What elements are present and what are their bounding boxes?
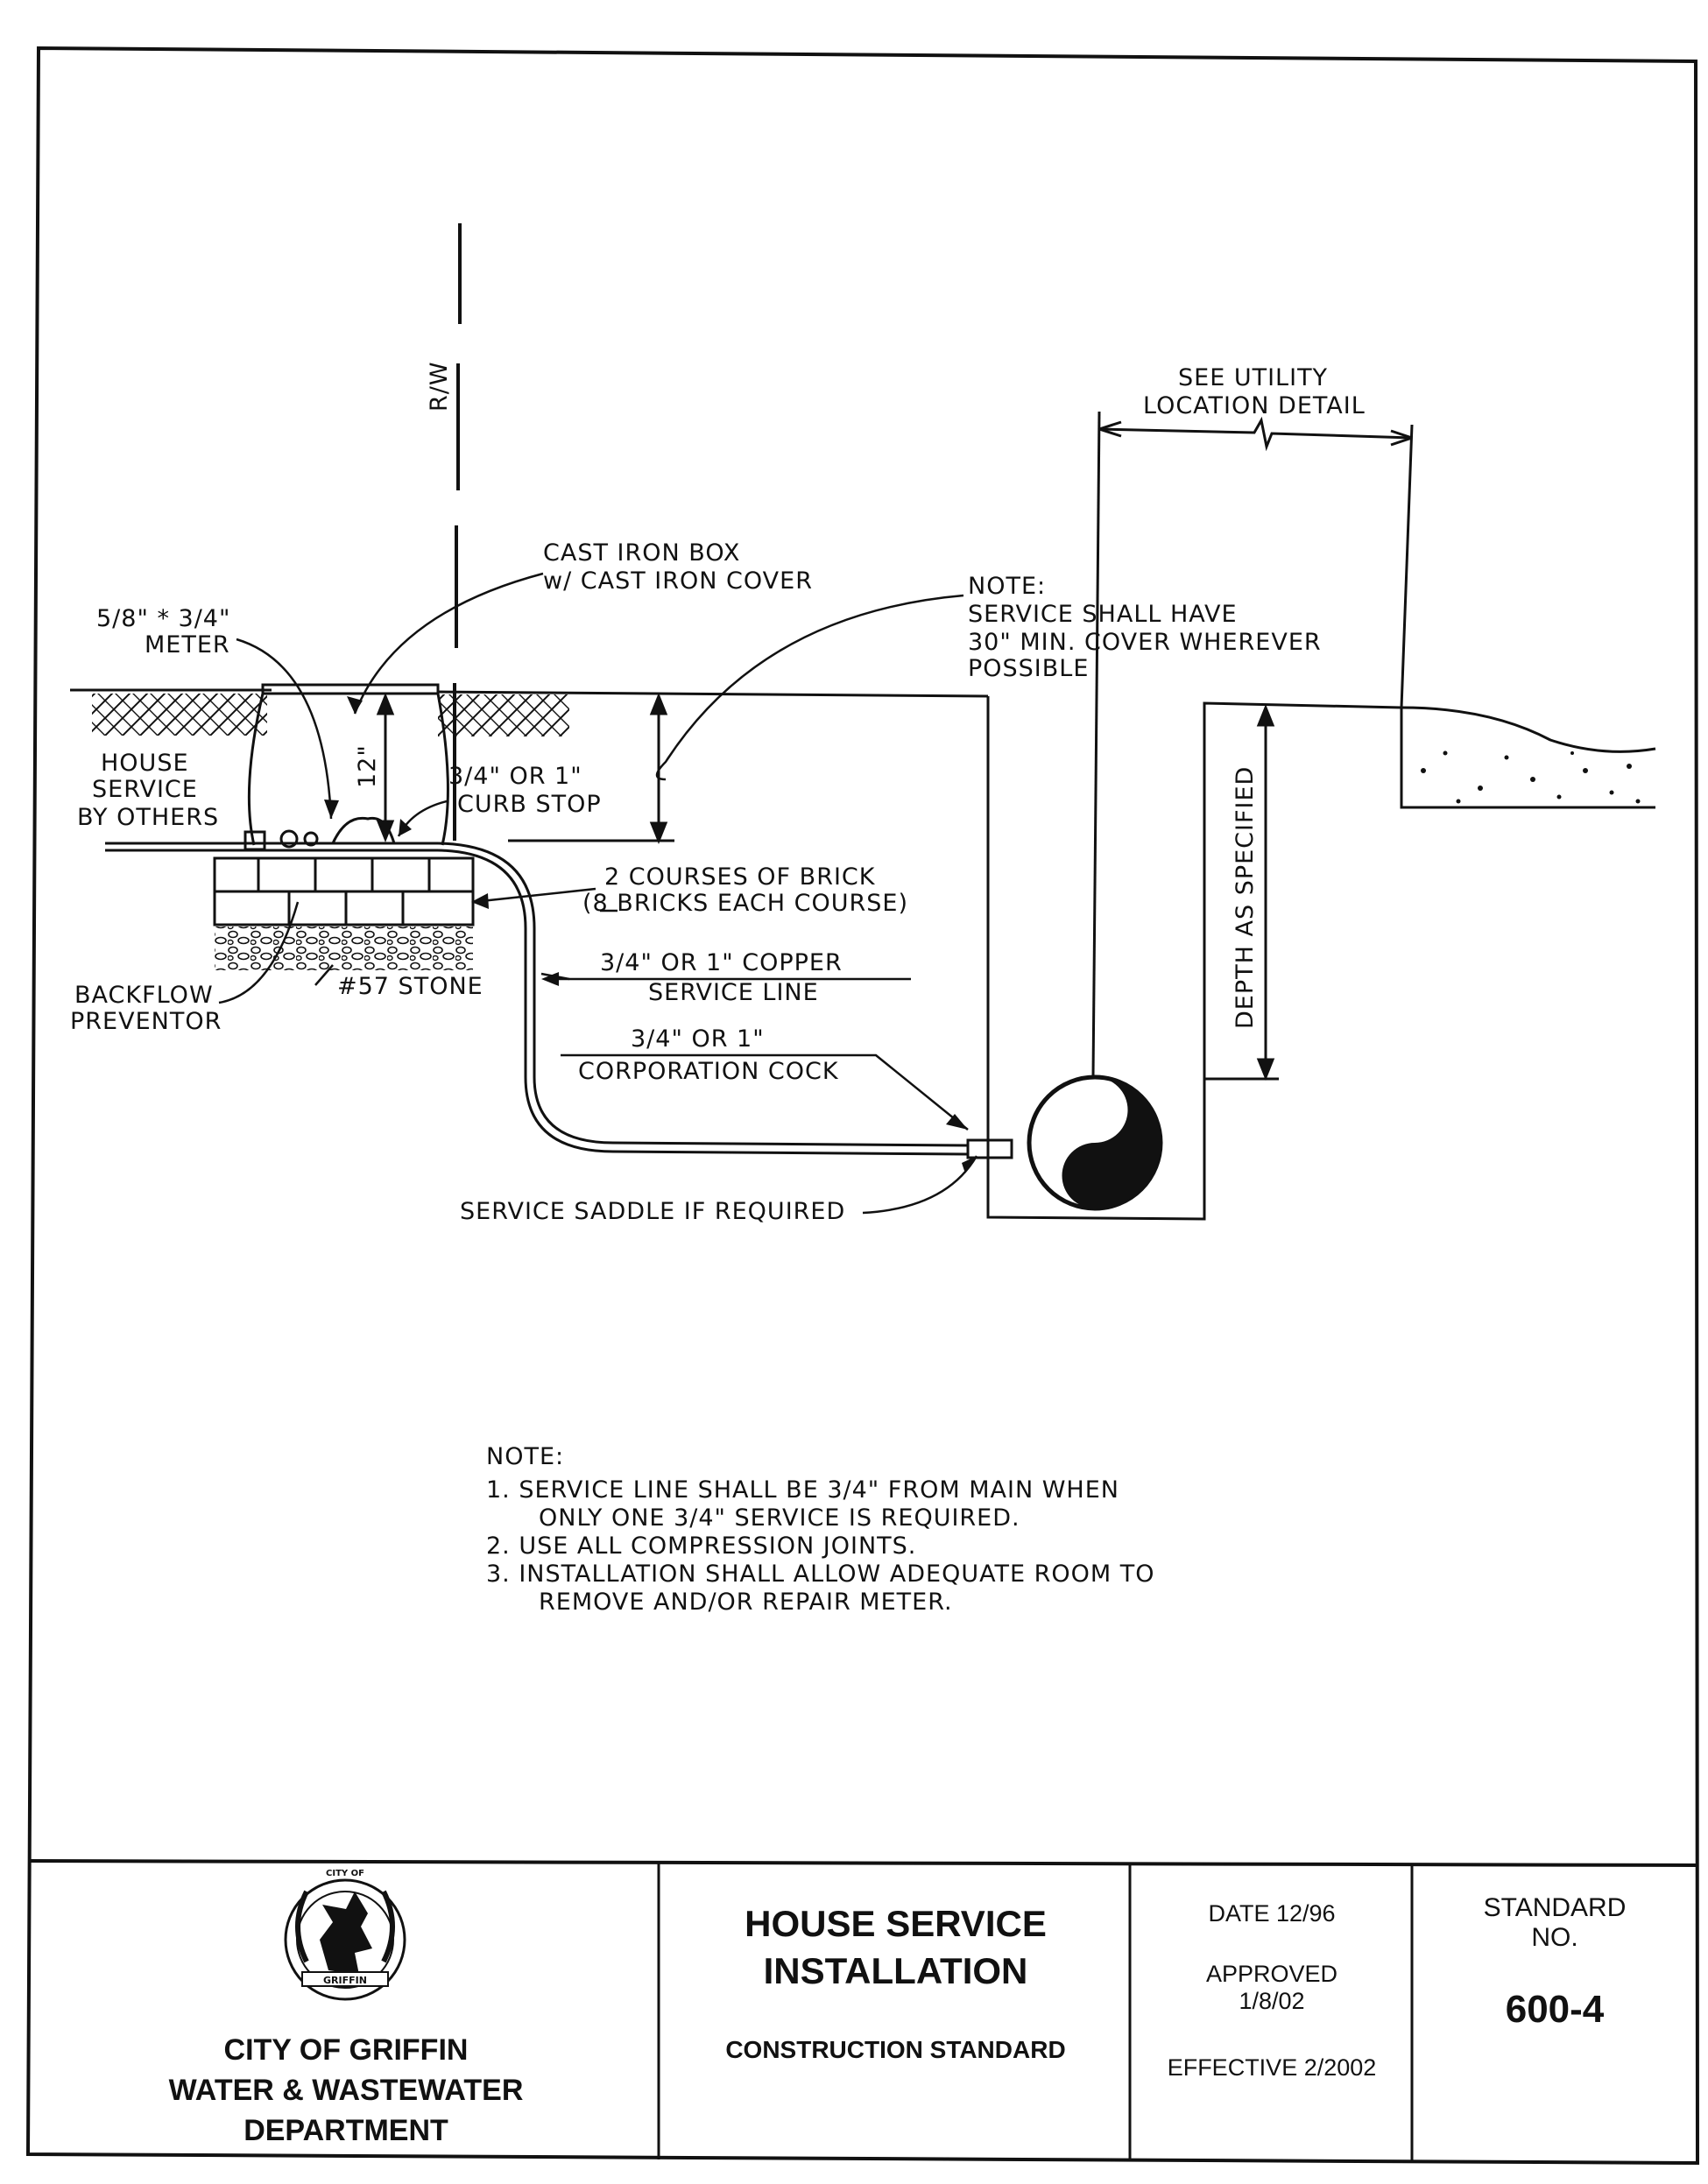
label-depth-specified: DEPTH AS SPECIFIED	[1232, 766, 1259, 1029]
utility-location-lines	[1091, 411, 1414, 1078]
note-3a: 3. INSTALLATION SHALL ALLOW ADEQUATE ROO…	[486, 1561, 1155, 1588]
note-2: 2. USE ALL COMPRESSION JOINTS.	[486, 1532, 916, 1560]
label-curb-stop-2: CURB STOP	[457, 791, 602, 818]
label-copper-2: SERVICE LINE	[648, 979, 819, 1006]
corporation-cock	[966, 1138, 1013, 1159]
ground-profile	[70, 688, 1656, 1221]
note-1a: 1. SERVICE LINE SHALL BE 3/4" FROM MAIN …	[486, 1476, 1119, 1504]
label-see-utility: SEE UTILITY	[1178, 364, 1328, 391]
label-meter-size: 5/8" * 3/4"	[96, 605, 230, 632]
label-cast-iron-box: CAST IRON BOX	[543, 539, 740, 567]
seal-banner: GRIFFIN	[323, 1975, 367, 1986]
soil-stipple	[1421, 750, 1641, 804]
copper-service-line	[437, 842, 969, 1147]
standard-number-block: STANDARD NO. 600-4	[1414, 1893, 1696, 2032]
label-meter: METER	[145, 631, 230, 659]
label-brick-1: 2 COURSES OF BRICK	[604, 863, 876, 891]
gravel-bed	[215, 926, 473, 970]
org-name: CITY OF GRIFFIN WATER & WASTEWATER DEPAR…	[35, 2030, 657, 2151]
label-copper-1: 3/4" OR 1" COPPER	[600, 949, 843, 976]
label-corp-1: 3/4" OR 1"	[631, 1025, 765, 1053]
label-note-line3: POSSIBLE	[968, 655, 1089, 682]
label-12-inch: 12"	[354, 744, 381, 788]
drawing-title: HOUSE SERVICE INSTALLATION	[661, 1900, 1130, 1995]
water-main	[1027, 1074, 1163, 1211]
title-line1: HOUSE SERVICE	[745, 1903, 1047, 1944]
approved-date: 1/8/02	[1239, 1988, 1305, 2014]
general-notes: NOTE: 1. SERVICE LINE SHALL BE 3/4" FROM…	[486, 1443, 1155, 1616]
note-1b: ONLY ONE 3/4" SERVICE IS REQUIRED.	[539, 1504, 1020, 1532]
title-block-grid	[657, 1863, 1414, 2161]
effective-date: EFFECTIVE 2/2002	[1167, 2054, 1377, 2081]
drawing-subtitle: CONSTRUCTION STANDARD	[725, 2036, 1066, 2063]
label-stone: #57 STONE	[337, 973, 483, 1000]
title-line2: INSTALLATION	[763, 1950, 1028, 1991]
label-house-service-1: HOUSE	[101, 750, 189, 777]
city-seal-logo: GRIFFIN CITY OF	[284, 1869, 406, 2001]
label-saddle: SERVICE SADDLE IF REQUIRED	[460, 1198, 845, 1225]
arrow-heads	[324, 696, 977, 1173]
right-of-way-line	[453, 223, 462, 841]
label-location-detail: LOCATION DETAIL	[1143, 392, 1366, 419]
brick-courses	[213, 856, 475, 926]
label-note-title: NOTE:	[968, 573, 1046, 600]
label-brick-2: (8 BRICKS EACH COURSE)	[582, 890, 908, 917]
label-backflow-1: BACKFLOW	[74, 982, 214, 1009]
date-label: DATE 12/96	[1208, 1900, 1336, 1927]
label-cast-iron-cover: w/ CAST IRON COVER	[543, 567, 813, 595]
label-curb-stop-1: 3/4" OR 1"	[448, 763, 582, 790]
note-3b: REMOVE AND/OR REPAIR METER.	[539, 1589, 953, 1616]
label-backflow-2: PREVENTOR	[70, 1008, 222, 1035]
label-note-line1: SERVICE SHALL HAVE	[968, 601, 1238, 628]
standard-label-2: NO.	[1531, 1923, 1578, 1952]
label-house-service-2: SERVICE	[92, 776, 198, 803]
label-corp-2: CORPORATION COCK	[578, 1058, 839, 1085]
label-note-line2: 30" MIN. COVER WHEREVER	[968, 629, 1322, 656]
sheet-border	[25, 46, 1700, 2166]
org-line3: DEPARTMENT	[243, 2114, 448, 2147]
standard-label-1: STANDARD	[1483, 1893, 1627, 1922]
date-info: DATE 12/96 APPROVED 1/8/02 EFFECTIVE 2/2…	[1132, 1900, 1412, 2082]
notes-title: NOTE:	[486, 1443, 564, 1470]
rw-label: R/W	[426, 361, 453, 412]
seal-top: CITY OF	[326, 1869, 364, 1878]
standard-number: 600-4	[1505, 1988, 1605, 2031]
soil-hatch-left	[92, 694, 267, 736]
soil-hatch-right	[438, 694, 569, 736]
org-line1: CITY OF GRIFFIN	[223, 2033, 469, 2067]
approved-label: APPROVED	[1205, 1961, 1338, 1987]
org-line2: WATER & WASTEWATER	[168, 2074, 524, 2107]
label-house-service-3: BY OTHERS	[77, 804, 219, 831]
